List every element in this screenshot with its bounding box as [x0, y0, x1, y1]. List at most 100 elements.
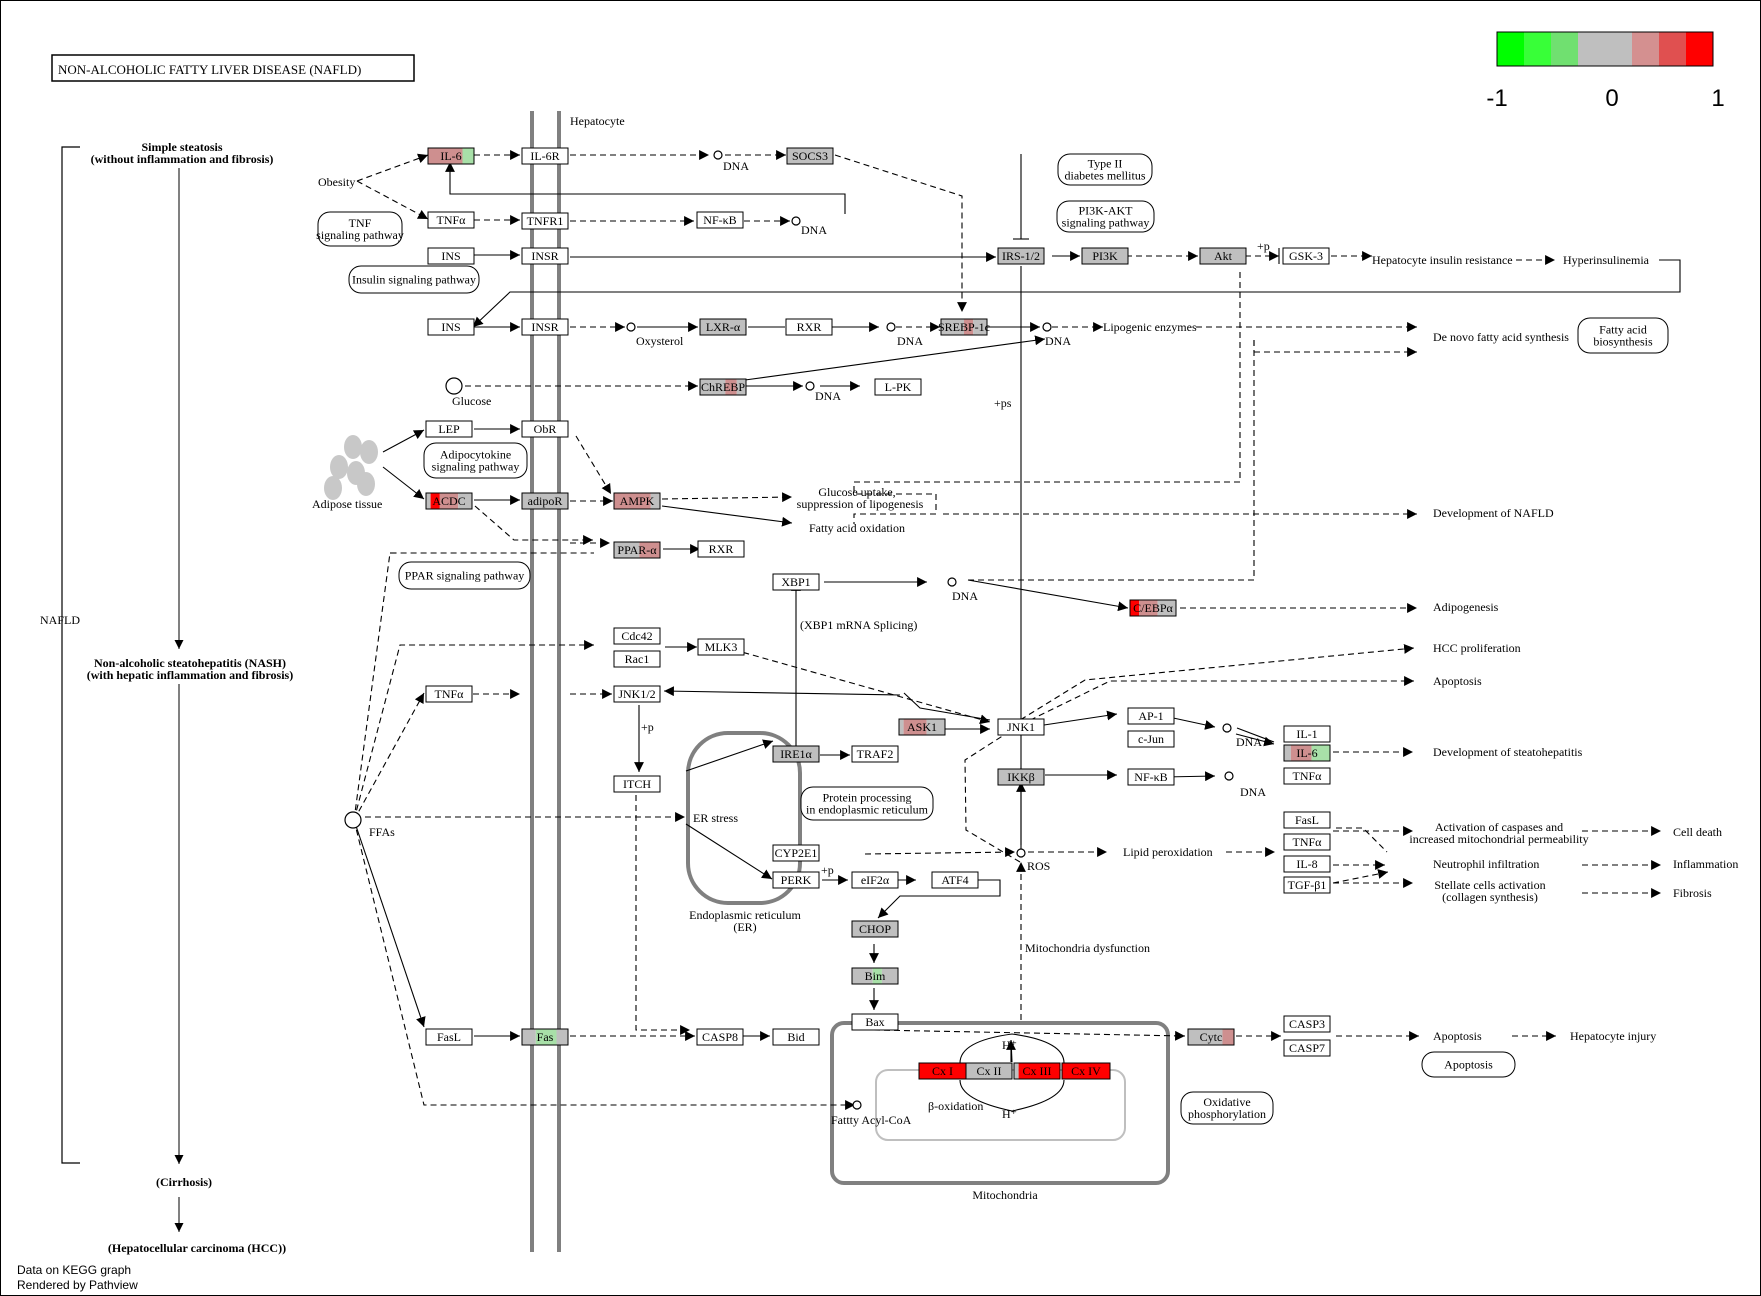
- gene-ins_2[interactable]: INS: [427, 318, 475, 336]
- gene-gsk3[interactable]: GSK-3: [1282, 247, 1330, 265]
- gene-ikkb[interactable]: IKKβ: [997, 768, 1045, 786]
- gene-nfkb_top[interactable]: NF-κB: [696, 211, 744, 229]
- gene-border: [697, 540, 745, 558]
- stage-simple-steatosis-sub: (without inflammation and fibrosis): [91, 152, 274, 166]
- gene-label: SOCS3: [792, 149, 828, 163]
- gene-il8[interactable]: IL-8: [1283, 855, 1331, 873]
- gene-cxi[interactable]: Cx I: [918, 1062, 967, 1080]
- gene-ppara[interactable]: PPAR-α: [613, 541, 661, 559]
- gene-tnfa_mid[interactable]: TNFα: [425, 685, 473, 703]
- pathway-link-line1: PI3K-AKT: [1079, 204, 1134, 218]
- gene-chop[interactable]: CHOP: [851, 920, 899, 938]
- label-oxysterol: Oxysterol: [636, 334, 684, 348]
- gene-cjun[interactable]: c-Jun: [1127, 730, 1175, 748]
- pathway-link-insulin[interactable]: Insulin signaling pathway: [348, 265, 480, 294]
- gene-tnfr1[interactable]: TNFR1: [521, 212, 569, 230]
- gene-ap1[interactable]: AP-1: [1127, 707, 1175, 725]
- gene-il6r[interactable]: IL-6R: [521, 147, 569, 165]
- gene-jnk12[interactable]: JNK1/2: [613, 685, 661, 703]
- gene-cxiv[interactable]: Cx IV: [1061, 1062, 1111, 1080]
- glucose-circle: [445, 377, 463, 395]
- gene-fill: [522, 213, 568, 229]
- gene-fill-stripe: [556, 1029, 568, 1045]
- gene-casp3[interactable]: CASP3: [1283, 1015, 1331, 1033]
- gene-obr[interactable]: ObR: [521, 420, 569, 438]
- gene-ire1a[interactable]: IRE1α: [772, 745, 820, 763]
- gene-label: LXR-α: [706, 320, 741, 334]
- gene-insr_1[interactable]: INSR: [521, 247, 569, 265]
- pathway-link-apoptosis[interactable]: Apoptosis: [1421, 1051, 1516, 1078]
- pathway-link-box: [1421, 1051, 1516, 1078]
- gene-atf4[interactable]: ATF4: [931, 871, 979, 889]
- gene-fill: [852, 921, 898, 937]
- dna-circle-4: [1042, 322, 1052, 332]
- gene-il1[interactable]: IL-1: [1283, 725, 1331, 743]
- gene-ask1[interactable]: ASK1: [898, 718, 946, 736]
- gene-border: [696, 211, 744, 229]
- gene-adipor[interactable]: adipoR: [521, 492, 569, 510]
- gene-jnk1[interactable]: JNK1: [997, 718, 1045, 736]
- gene-srebp1c[interactable]: SREBP-1c: [938, 318, 990, 336]
- gene-cdc42[interactable]: Cdc42: [613, 627, 661, 645]
- gene-bax[interactable]: Bax: [851, 1013, 899, 1031]
- gene-chrebp[interactable]: ChREBP: [699, 378, 747, 396]
- gene-rxr_1[interactable]: RXR: [785, 318, 833, 336]
- gene-il6_top[interactable]: IL-6: [427, 147, 475, 165]
- gene-ins_1[interactable]: INS: [427, 247, 475, 265]
- gene-acdc[interactable]: ACDC: [425, 492, 473, 510]
- gene-fas[interactable]: Fas: [521, 1028, 569, 1046]
- gene-cytc[interactable]: Cytc: [1187, 1028, 1235, 1046]
- gene-casp8[interactable]: CASP8: [696, 1028, 744, 1046]
- gene-eif2a[interactable]: eIF2α: [851, 871, 899, 889]
- gene-traf2[interactable]: TRAF2: [851, 745, 899, 763]
- gene-ampk[interactable]: AMPK: [613, 492, 661, 510]
- gene-insr_2[interactable]: INSR: [521, 318, 569, 336]
- gene-pi3k[interactable]: PI3K: [1081, 247, 1129, 265]
- gene-cebpa[interactable]: C/EBPα: [1129, 599, 1177, 617]
- gene-bid[interactable]: Bid: [772, 1028, 820, 1046]
- gene-rxr_2[interactable]: RXR: [697, 540, 745, 558]
- pathway-link-ppar[interactable]: PPAR signaling pathway: [398, 561, 531, 590]
- gene-casp7[interactable]: CASP7: [1283, 1039, 1331, 1057]
- gene-tnfa_top[interactable]: TNFα: [427, 211, 475, 229]
- gene-label: RXR: [797, 320, 822, 334]
- gene-fasl[interactable]: FasL: [425, 1028, 473, 1046]
- gene-socs3[interactable]: SOCS3: [786, 147, 834, 165]
- gene-akt[interactable]: Akt: [1199, 247, 1247, 265]
- edge-57: [353, 819, 855, 1110]
- gene-irs12[interactable]: IRS-1/2: [997, 247, 1045, 265]
- gene-lep[interactable]: LEP: [425, 420, 473, 438]
- gene-lpk[interactable]: L-PK: [874, 378, 922, 396]
- edge-5: [834, 154, 967, 312]
- gene-fill: [998, 248, 1044, 264]
- gene-border: [772, 573, 820, 591]
- gene-cxiii[interactable]: Cx III: [1013, 1062, 1061, 1080]
- gene-label: Cx III: [1023, 1064, 1052, 1078]
- gene-xbp1[interactable]: XBP1: [772, 573, 820, 591]
- gene-tgfb1[interactable]: TGF-β1: [1283, 876, 1331, 894]
- gene-rac1[interactable]: Rac1: [613, 650, 661, 668]
- gene-border: [1283, 744, 1331, 762]
- gene-bim[interactable]: Bim: [851, 967, 899, 985]
- gene-il6_right[interactable]: IL-6: [1283, 744, 1331, 762]
- gene-lxra[interactable]: LXR-α: [699, 318, 747, 336]
- pathway-link-box: [1577, 317, 1669, 354]
- gene-fasl_r[interactable]: FasL: [1283, 811, 1331, 829]
- ffas-circle: [344, 811, 362, 829]
- gene-cyp2e1[interactable]: CYP2E1: [772, 844, 820, 862]
- gene-tnfa_right[interactable]: TNFα: [1283, 767, 1331, 785]
- gene-tnfa_r2[interactable]: TNFα: [1283, 833, 1331, 851]
- gene-nfkb_mid[interactable]: NF-κB: [1127, 768, 1175, 786]
- gene-perk[interactable]: PERK: [772, 871, 820, 889]
- gene-mlk3[interactable]: MLK3: [697, 638, 745, 656]
- gene-itch[interactable]: ITCH: [613, 775, 661, 793]
- gene-cxii[interactable]: Cx II: [965, 1062, 1013, 1080]
- legend-swatch-7: [1686, 32, 1713, 66]
